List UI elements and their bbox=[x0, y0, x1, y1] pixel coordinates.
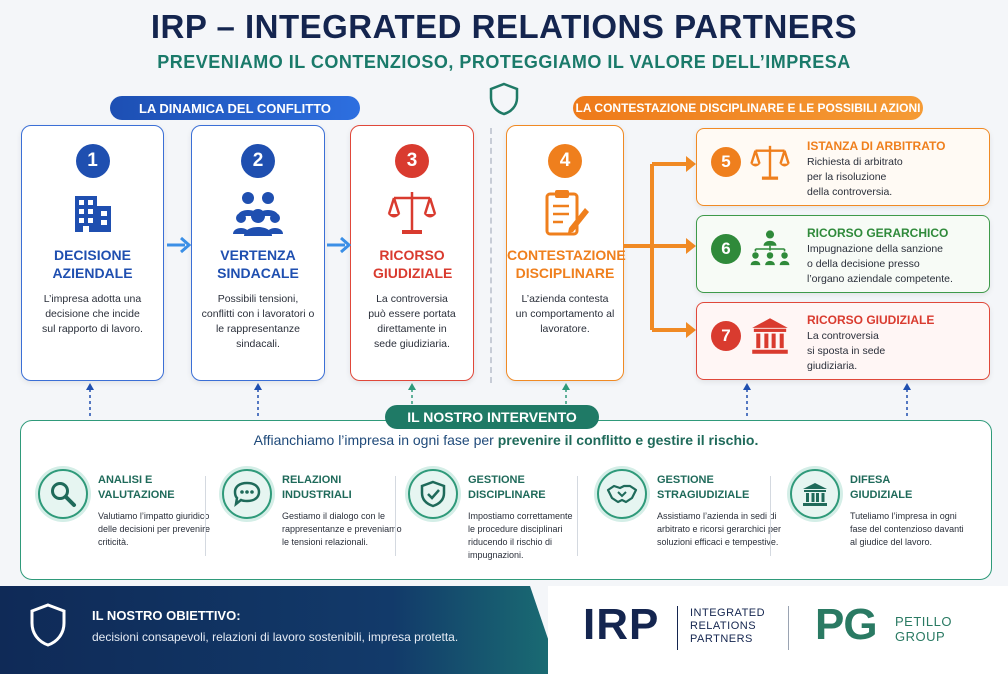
clipboard-icon bbox=[545, 190, 589, 236]
step-number: 2 bbox=[241, 144, 275, 178]
action-title: ISTANZA DI ARBITRATO bbox=[807, 139, 946, 153]
footer-objective-banner bbox=[0, 586, 560, 674]
step-card-4: 4 CONTESTAZIONE DISCIPLINARE L’azienda c… bbox=[506, 125, 626, 381]
objective-title: IL NOSTRO OBIETTIVO: bbox=[92, 608, 241, 623]
shield-check-icon bbox=[408, 469, 458, 519]
service-separator bbox=[205, 476, 206, 556]
step-description: La controversia può essere portata diret… bbox=[368, 293, 456, 350]
action-card-5: 5 ISTANZA DI ARBITRATO Richiesta di arbi… bbox=[696, 128, 990, 206]
step-title: DECISIONE AZIENDALE bbox=[52, 247, 133, 281]
dashed-arrow-up-icon bbox=[562, 383, 570, 417]
dashed-arrow-up-icon bbox=[903, 383, 911, 417]
intervention-label: IL NOSTRO INTERVENTO bbox=[385, 405, 599, 429]
step-description: L’impresa adotta una decisione che incid… bbox=[42, 293, 143, 335]
step-title: CONTESTAZIONE DISCIPLINARE bbox=[507, 247, 626, 281]
service-description: Valutiamo l’impatto giuridico delle deci… bbox=[98, 511, 211, 547]
intervention-tagline: Affianchiamo l’impresa in ogni fase per … bbox=[253, 432, 759, 448]
dashed-arrow-up-icon bbox=[743, 383, 751, 417]
footer-logos bbox=[548, 586, 1008, 674]
objective-description: decisioni consapevoli, relazioni di lavo… bbox=[92, 630, 459, 644]
step-card-3: 3 RICORSO GIUDIZIALE La controversia può… bbox=[350, 125, 474, 381]
courthouse-icon bbox=[790, 469, 840, 519]
action-number: 6 bbox=[711, 234, 741, 264]
service-description: Assistiamo l’azienda in sedi di arbitrat… bbox=[657, 511, 782, 547]
courthouse-icon bbox=[752, 318, 788, 354]
step-card-2: 2 VERTENZA SINDACALE Possibili tensioni,… bbox=[191, 125, 325, 381]
section-label-disciplinary: LA CONTESTAZIONE DISCIPLINARE E LE POSSI… bbox=[573, 96, 923, 120]
service-description: Gestiamo il dialogo con le rappresentanz… bbox=[282, 511, 402, 547]
branch-arrows bbox=[624, 156, 696, 338]
handshake-icon bbox=[597, 469, 647, 519]
section-label-conflict: LA DINAMICA DEL CONFLITTO bbox=[110, 96, 360, 120]
action-title: RICORSO GIUDIZIALE bbox=[807, 313, 935, 327]
shield-icon bbox=[30, 603, 66, 647]
action-number: 5 bbox=[711, 147, 741, 177]
arrow-right-icon bbox=[327, 236, 351, 254]
scales-icon bbox=[387, 192, 437, 234]
hierarchy-icon bbox=[750, 230, 790, 266]
step-description: L’azienda contesta un comportamento al l… bbox=[515, 293, 615, 335]
dashed-arrow-up-icon bbox=[86, 383, 94, 417]
logo-separator bbox=[788, 606, 789, 650]
arrow-right-icon bbox=[167, 236, 191, 254]
service-separator bbox=[395, 476, 396, 556]
step-number: 4 bbox=[548, 144, 582, 178]
section-divider bbox=[490, 128, 492, 383]
service-description: Tuteliamo l’impresa in ogni fase del con… bbox=[850, 511, 964, 547]
page-subtitle: PREVENIAMO IL CONTENZIOSO, PROTEGGIAMO I… bbox=[157, 52, 851, 72]
group-icon bbox=[233, 192, 283, 236]
service-description: Impostiamo correttamente le procedure di… bbox=[468, 511, 573, 560]
action-card-6: 6 RICORSO GERARCHICO Impugnazione della … bbox=[696, 215, 990, 293]
shield-icon bbox=[489, 82, 519, 116]
scales-icon bbox=[750, 145, 790, 180]
action-title: RICORSO GERARCHICO bbox=[807, 226, 949, 240]
irp-logo: IRP bbox=[583, 600, 660, 649]
step-title: VERTENZA SINDACALE bbox=[217, 247, 299, 281]
logo-separator bbox=[677, 606, 678, 650]
page-title: IRP – INTEGRATED RELATIONS PARTNERS bbox=[150, 8, 858, 45]
step-number: 1 bbox=[75, 144, 110, 178]
dashed-arrow-up-icon bbox=[408, 383, 416, 417]
dashed-arrow-up-icon bbox=[254, 383, 262, 417]
action-number: 7 bbox=[711, 321, 741, 351]
step-number: 3 bbox=[395, 144, 429, 178]
magnifier-icon bbox=[38, 469, 88, 519]
step-card-1: 1 DECISIONE AZIENDALE L’impresa adotta u… bbox=[21, 125, 164, 381]
service-separator bbox=[577, 476, 578, 556]
service-separator bbox=[770, 476, 771, 556]
chat-icon bbox=[222, 469, 272, 519]
step-title: RICORSO GIUDIZIALE bbox=[373, 247, 453, 281]
step-description: Possibili tensioni, conflitti con i lavo… bbox=[201, 293, 315, 350]
pg-logo: PG bbox=[815, 600, 878, 649]
building-icon bbox=[74, 196, 111, 232]
